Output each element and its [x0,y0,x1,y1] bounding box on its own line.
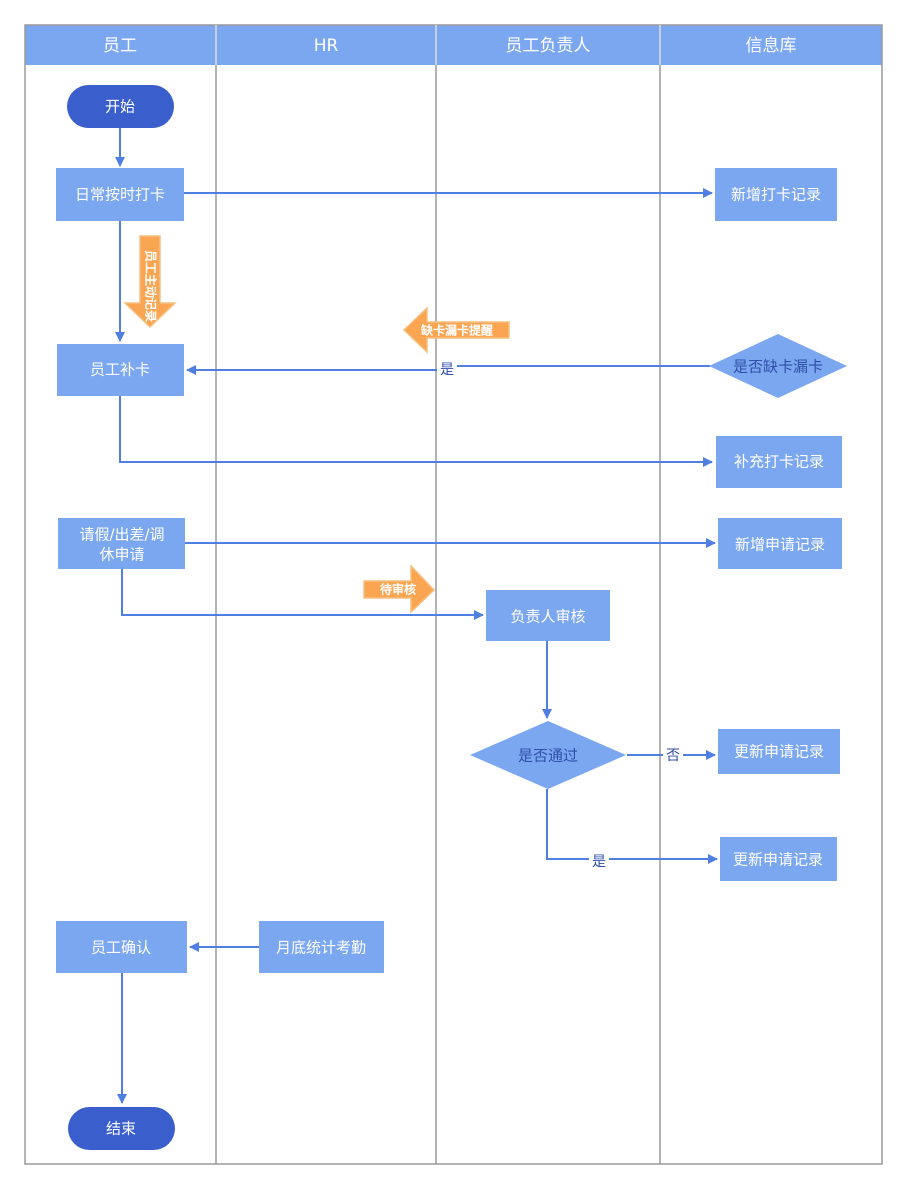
note-missing-reminder: 缺卡漏卡提醒 [402,306,510,354]
node-manager-review: 负责人审核 [486,590,610,641]
missing-check-label: 是否缺卡漏卡 [733,358,823,376]
node-update-record-no: 更新申请记录 [718,729,840,774]
node-employee-makeup: 员工补卡 [57,344,184,396]
edge-label-pass-no: 否 [666,748,680,764]
process-box [56,921,187,973]
process-box [486,590,610,641]
end-node: 结束 [68,1107,175,1150]
missing-reminder-label: 缺卡漏卡提醒 [421,323,493,338]
manager-review-label: 负责人审核 [510,608,585,626]
note-self-reminder: 员工主动记录 [123,235,177,329]
process-box [718,518,842,569]
node-monthly-stats: 月底统计考勤 [259,921,384,973]
pending-review-label: 待审核 [380,582,416,597]
left-note-arrow [402,306,510,354]
end-label: 结束 [106,1120,136,1138]
node-pass-check: 是否通过 [470,721,626,789]
right-note-arrow [363,564,436,614]
edge-makeup-to-supplement [119,396,713,467]
node-supplement-record: 补充打卡记录 [716,436,842,488]
node-update-record-yes: 更新申请记录 [720,837,837,881]
node-employee-confirm: 员工确认 [56,921,187,973]
edge-pass-yes [546,789,718,864]
process-box [259,921,384,973]
start-label: 开始 [105,98,135,116]
process-box [720,837,837,881]
decision-diamond [709,334,847,398]
lane-borders [24,24,883,1165]
edge-label-bg [589,852,609,870]
edge-leave-to-review [121,569,484,620]
edge-labels: 是 否 是 [437,360,683,870]
node-missing-check: 是否缺卡漏卡 [709,334,847,398]
update-record-no-label: 更新申请记录 [734,743,824,761]
lane-title-employee: 员工 [103,36,137,56]
edge-label-pass-yes: 是 [592,854,606,870]
process-box [56,168,184,221]
lane-header-bar [25,25,882,65]
new-request-record-label: 新增申请记录 [735,536,825,554]
down-note-arrow [123,235,177,329]
daily-clock-label: 日常按时打卡 [75,186,165,204]
start-node: 开始 [67,85,174,128]
edge-label-bg [437,360,457,378]
connectors [115,128,718,1104]
new-clock-record-label: 新增打卡记录 [731,186,821,204]
employee-confirm-label: 员工确认 [91,939,151,957]
lane-title-hr: HR [314,36,339,56]
process-box [715,168,837,221]
lane-title-manager: 员工负责人 [506,36,591,56]
pass-check-label: 是否通过 [518,747,578,765]
process-box [57,344,184,396]
self-reminder-label: 员工主动记录 [144,250,159,322]
leave-request-label-line1: 请假/出差/调 [79,526,164,544]
edge-label-missing-yes: 是 [440,362,454,378]
process-box [718,729,840,774]
employee-makeup-label: 员工补卡 [90,361,150,379]
node-new-request-record: 新增申请记录 [718,518,842,569]
note-pending-review: 待审核 [363,564,436,614]
supplement-record-label: 补充打卡记录 [734,453,824,471]
node-leave-request: 请假/出差/调 休申请 [58,518,185,569]
start-shape [67,85,174,128]
node-new-clock-record: 新增打卡记录 [715,168,837,221]
end-shape [68,1107,175,1150]
edge-label-bg [663,746,683,764]
lane-headers: 员工 HR 员工负责人 信息库 [25,25,882,65]
leave-request-label-line2: 休申请 [99,546,144,564]
node-daily-clock: 日常按时打卡 [56,168,184,221]
process-box [58,518,185,569]
decision-diamond [470,721,626,789]
process-box [716,436,842,488]
diagram-frame [24,24,883,1165]
update-record-yes-label: 更新申请记录 [733,851,823,869]
monthly-stats-label: 月底统计考勤 [276,939,366,957]
lane-title-database: 信息库 [746,36,797,56]
